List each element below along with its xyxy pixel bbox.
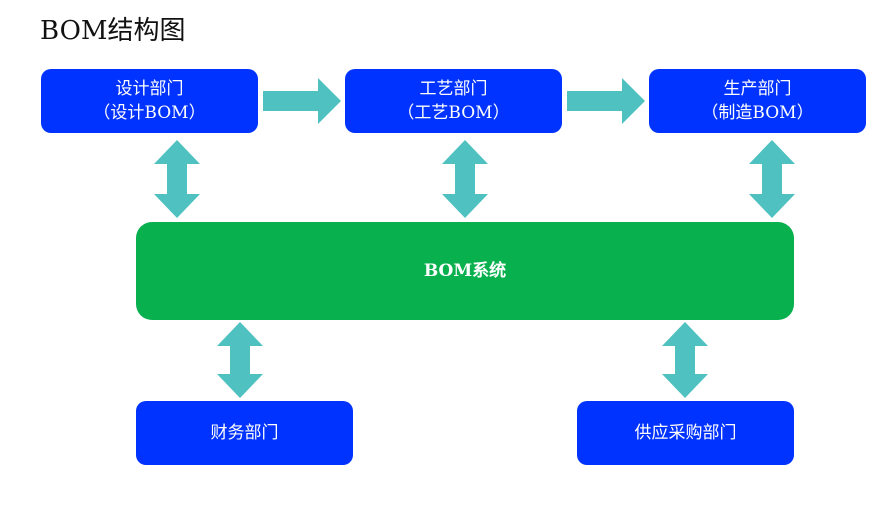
process-to-production-arrow — [567, 78, 645, 124]
production-department-node: 生产部门 （制造BOM） — [649, 69, 866, 133]
process-system-double-arrow — [442, 140, 488, 218]
process-department-label: 工艺部门 — [419, 79, 488, 99]
bom-system-label: BOM系统 — [423, 261, 507, 281]
finance-department-node: 财务部门 — [136, 401, 353, 465]
process-department-node: 工艺部门 （工艺BOM） — [345, 69, 562, 133]
diagram-title: BOM结构图 — [40, 16, 186, 46]
procurement-department-label: 供应采购部门 — [634, 423, 737, 443]
system-finance-double-arrow — [217, 322, 263, 398]
production-department-label: 生产部门 — [723, 79, 792, 99]
design-system-double-arrow — [154, 140, 200, 218]
production-department-sublabel: （制造BOM） — [701, 103, 814, 123]
production-system-double-arrow — [749, 140, 795, 218]
design-to-process-arrow — [263, 78, 341, 124]
procurement-department-node: 供应采购部门 — [577, 401, 794, 465]
design-department-node: 设计部门 （设计BOM） — [41, 69, 258, 133]
process-department-sublabel: （工艺BOM） — [397, 103, 510, 123]
design-department-sublabel: （设计BOM） — [93, 103, 206, 123]
system-procurement-double-arrow — [662, 322, 708, 398]
bom-system-node: BOM系统 — [136, 222, 794, 320]
design-department-label: 设计部门 — [115, 79, 184, 99]
finance-department-label: 财务部门 — [210, 423, 279, 443]
